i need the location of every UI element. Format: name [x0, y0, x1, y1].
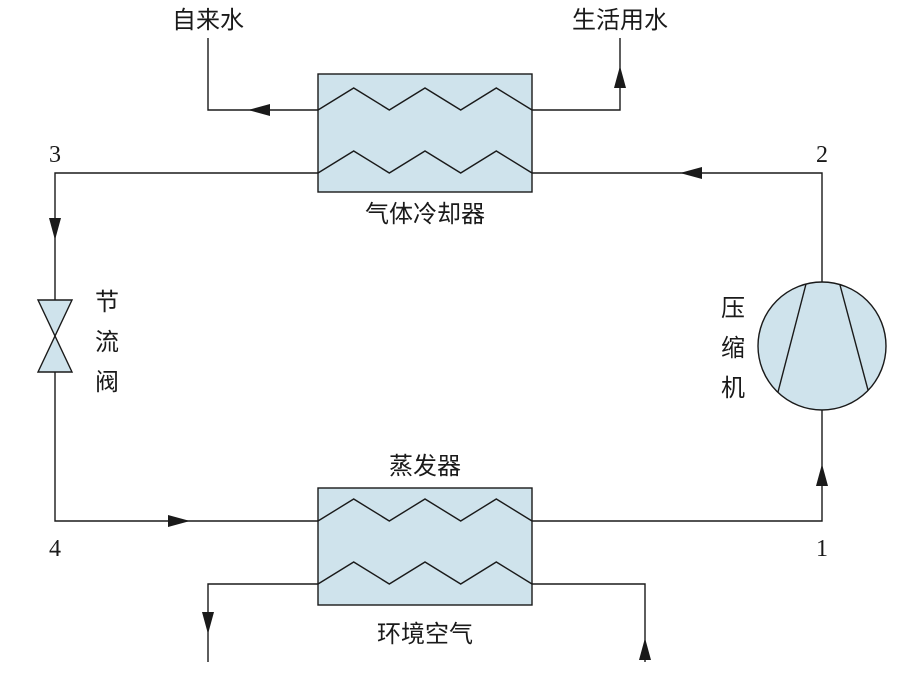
gas-cooler-label: 气体冷却器 [365, 200, 485, 228]
ambient-air-inlet-line [532, 583, 651, 662]
evaporator-air-coil [317, 561, 533, 585]
gas-cooler-water-coil [317, 87, 533, 111]
state-point-4: 4 [49, 536, 61, 562]
line-valve-to-evaporator [54, 372, 318, 527]
throttle-valve-label-char-2: 流 [95, 328, 119, 356]
domestic-water-outlet-line [532, 38, 626, 111]
line-gas-cooler-to-valve [49, 172, 318, 300]
compressor [757, 281, 887, 411]
state-point-1: 1 [816, 536, 828, 562]
evaporator-refrigerant-coil [317, 498, 533, 522]
line-compressor-to-gas-cooler [532, 167, 823, 282]
throttle-valve [36, 299, 74, 373]
compressor-label-char-3: 机 [721, 374, 745, 402]
domestic-water-label: 生活用水 [572, 6, 668, 34]
evaporator [317, 487, 533, 606]
tap-water-label: 自来水 [172, 6, 244, 34]
gas-cooler [317, 73, 533, 193]
throttle-valve-label-char-1: 节 [95, 288, 119, 316]
throttle-valve-label: 节 流 阀 [95, 288, 119, 396]
state-point-2: 2 [816, 142, 828, 168]
evaporator-label: 蒸发器 [389, 452, 461, 480]
gas-cooler-refrigerant-coil [317, 150, 533, 174]
compressor-label-char-2: 缩 [721, 334, 745, 362]
ambient-air-outlet-line [202, 583, 318, 662]
compressor-label-char-1: 压 [721, 294, 745, 322]
state-point-3: 3 [49, 142, 61, 168]
line-evaporator-to-compressor [532, 410, 828, 522]
tap-water-inlet-line [207, 38, 318, 116]
ambient-air-label: 环境空气 [377, 620, 473, 648]
throttle-valve-label-char-3: 阀 [95, 368, 119, 396]
compressor-label: 压 缩 机 [721, 294, 745, 402]
